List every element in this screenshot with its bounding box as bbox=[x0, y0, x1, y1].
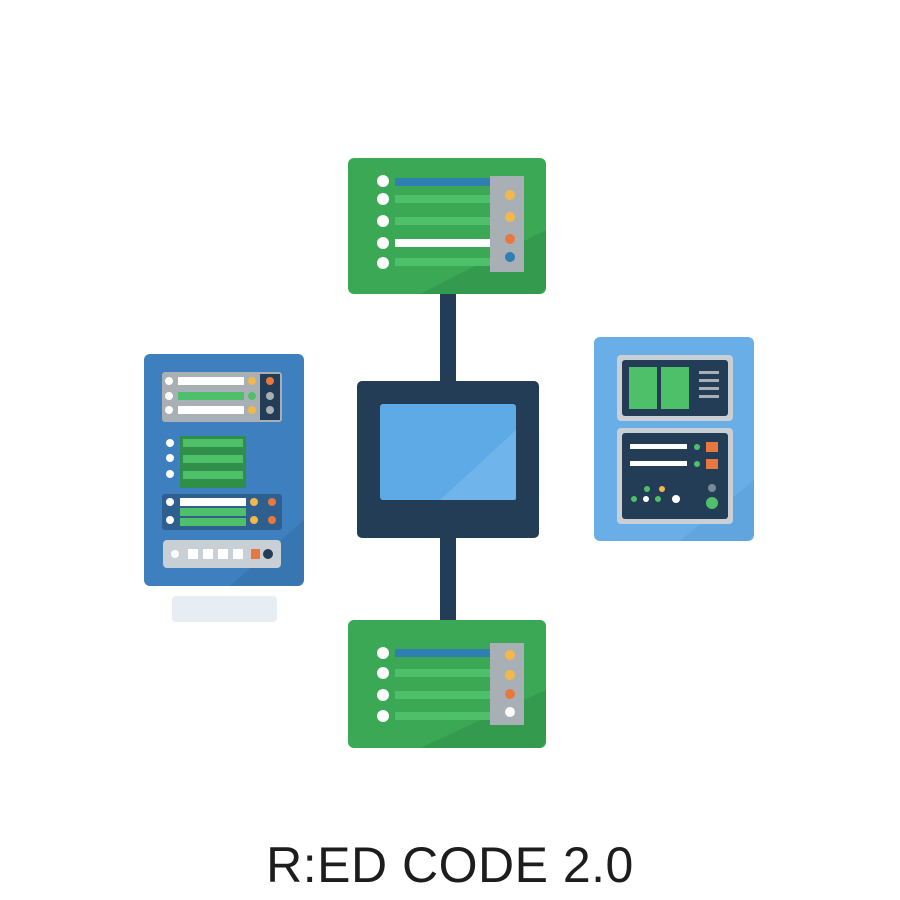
connector-bottom bbox=[440, 535, 456, 625]
monitor-icon bbox=[357, 381, 539, 538]
control-panel-icon bbox=[594, 337, 754, 541]
diagram-caption: R:ED CODE 2.0 bbox=[266, 837, 634, 893]
server-top-icon bbox=[348, 158, 546, 294]
server-bottom-icon bbox=[348, 620, 546, 748]
server-cabinet-icon bbox=[144, 354, 304, 622]
connector-top bbox=[440, 290, 456, 385]
